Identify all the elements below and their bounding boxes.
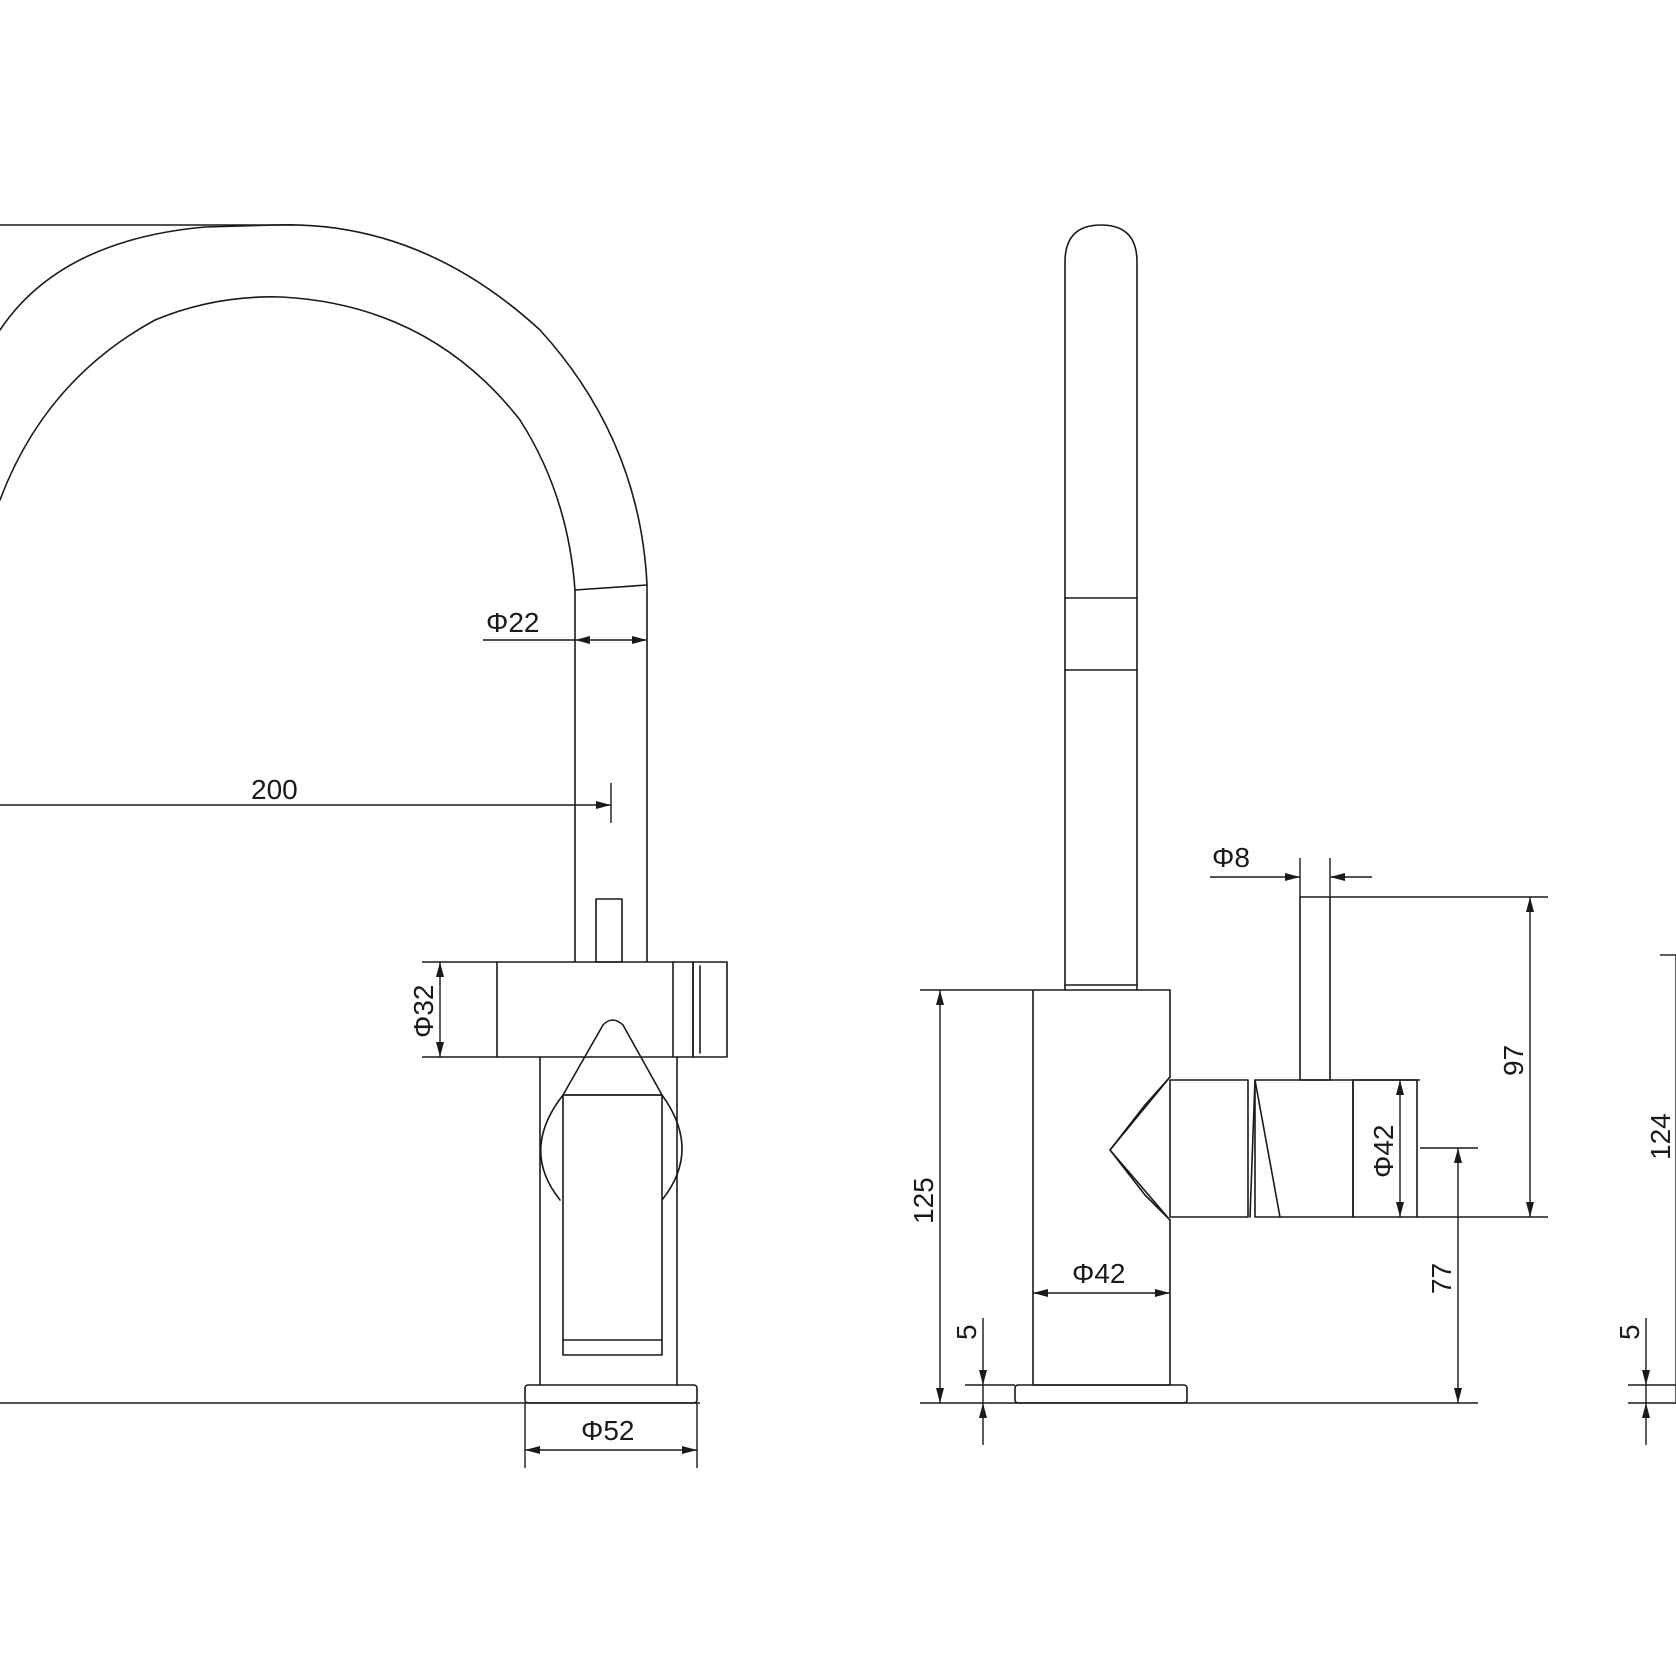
side-handle-sleeve <box>1169 1079 1249 1218</box>
front-handle-head <box>562 1019 663 1096</box>
right-base-arrow-bottom <box>1642 1403 1650 1418</box>
dim-body-arrow-top <box>436 962 444 977</box>
label-base-diameter: Φ52 <box>581 1415 634 1446</box>
dim-axis-arrow-top <box>1454 1148 1462 1163</box>
dim-base-arrow-right <box>682 1446 697 1454</box>
side-spout-tube <box>1064 224 1138 991</box>
dim-lever-height-arrow-bottom <box>1526 1202 1534 1217</box>
side-base <box>1014 1384 1188 1404</box>
dim-lever-arrow-right <box>1330 873 1345 881</box>
side-handle-bevel <box>1249 1079 1281 1218</box>
front-base <box>524 1384 698 1404</box>
label-lever-height: 97 <box>1498 1045 1529 1076</box>
label-body-height: 125 <box>908 1177 939 1224</box>
dim-axis-arrow-bottom <box>1454 1388 1462 1403</box>
label-lever-diameter: Φ8 <box>1212 842 1250 873</box>
side-handle-body <box>1254 1079 1354 1218</box>
dim-base-thickness-arrow-bottom <box>979 1403 987 1418</box>
dim-body-arrow-bottom <box>436 1042 444 1057</box>
side-body-cut <box>1109 1076 1171 1221</box>
front-end-cap <box>692 961 728 1058</box>
right-base-arrow-top <box>1642 1370 1650 1385</box>
dim-body-width-arrow-right <box>1155 1289 1170 1297</box>
right-view-partial: 124 5 <box>1614 954 1676 1445</box>
front-handle-ring <box>539 1094 683 1201</box>
dim-base-arrow-left <box>525 1446 540 1454</box>
front-spout-outer <box>0 223 648 963</box>
front-handle-shaft <box>562 1094 663 1356</box>
label-base-thickness: 5 <box>951 1324 982 1340</box>
dim-reach-arrow <box>596 801 611 809</box>
front-body <box>496 961 694 1058</box>
dim-body-height-arrow-top <box>936 990 944 1005</box>
dim-handle-arrow-bottom <box>1396 1202 1404 1217</box>
label-handle-diameter: Φ42 <box>1368 1125 1399 1178</box>
dim-spout-arrow-right <box>632 636 647 644</box>
dim-base-thickness-arrow-top <box>979 1370 987 1385</box>
dim-lever-arrow-left <box>1285 873 1300 881</box>
dim-body-height-arrow-bottom <box>936 1388 944 1403</box>
dim-lever-height-arrow-top <box>1526 897 1534 912</box>
side-view: Φ8 97 125 Φ42 Φ42 5 <box>908 224 1548 1445</box>
side-lever <box>1299 896 1331 1081</box>
label-axis-height: 77 <box>1426 1263 1457 1294</box>
label-body-diameter: Φ32 <box>408 985 439 1038</box>
dim-handle-arrow-top <box>1396 1080 1404 1095</box>
side-body <box>1032 989 1171 1386</box>
label-spout-diameter: Φ22 <box>486 607 539 638</box>
front-spout-end <box>574 584 648 591</box>
front-lever-stub <box>595 898 623 963</box>
label-reach: 200 <box>251 774 298 805</box>
dim-body-width-arrow-left <box>1033 1289 1048 1297</box>
label-body-width: Φ42 <box>1072 1258 1125 1289</box>
dim-spout-arrow-left <box>575 636 590 644</box>
label-right-base-thickness: 5 <box>1614 1324 1645 1340</box>
front-spout-inner <box>0 296 576 963</box>
front-view: Φ22 200 Φ32 Φ52 <box>0 223 728 1468</box>
label-right-height: 124 <box>1645 1113 1676 1160</box>
